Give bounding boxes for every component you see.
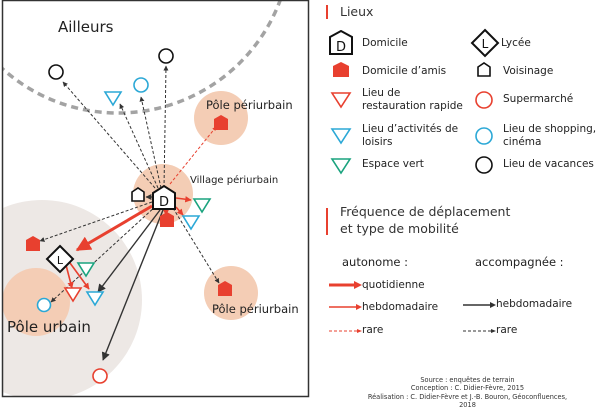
flow-espace-vert-village	[175, 196, 192, 203]
flow-loisirs-village	[175, 206, 184, 216]
svg-text:L: L	[482, 37, 489, 51]
shopping-circle-icon	[475, 127, 493, 145]
loisirs-place-ailleurs	[103, 91, 123, 107]
mobility-map: D L	[1, 0, 310, 398]
legend-supermarche: Supermarché	[503, 93, 574, 105]
legend-quotidienne: quotidienne	[362, 279, 425, 291]
legend-vacances: Lieu de vacances	[503, 158, 594, 170]
legend-domicile-amis: Domicile d’amis	[362, 65, 447, 77]
flow-loisirs-from-lycee	[69, 262, 90, 290]
lieux-title: Lieux	[340, 4, 374, 19]
label-village-periurbain: Village périurbain	[190, 175, 279, 186]
mobility-title-line1: Fréquence de déplacement	[340, 204, 511, 219]
domicile-amis-pole-1	[214, 115, 228, 130]
map-frame	[1, 0, 310, 398]
domicile-amis-icon	[333, 62, 349, 77]
legend-lycee: Lycée	[501, 37, 531, 49]
credit-realisation: Réalisation : C. Didier-Fèvre et J.-B. B…	[367, 392, 568, 409]
lieux-bar	[326, 5, 328, 19]
domicile-place	[152, 184, 176, 210]
voisinage-place	[131, 187, 145, 202]
credit-source: Source : enquêtes de terrain	[420, 376, 515, 384]
espace-vert-urban	[76, 262, 96, 278]
legend-loisirs: Lieu d’activités de loisirs	[362, 123, 459, 148]
flow-supermarche	[101, 209, 164, 361]
flow-restauration-from-lycee	[65, 264, 74, 289]
restauration-urban	[63, 287, 83, 303]
flow-loisirs-urban	[97, 209, 161, 293]
accompagnee-hebdomadaire-line	[463, 302, 496, 308]
vacances-circle-icon	[475, 156, 493, 174]
flow-vacances-2	[163, 65, 169, 189]
domicile-letter: D	[159, 195, 169, 210]
domicile-amis-pole-2	[218, 281, 232, 296]
label-pole-urbain: Pôle urbain	[7, 318, 91, 336]
legend-rare-autonome: rare	[362, 324, 384, 336]
legend-espace-vert: Espace vert	[362, 158, 424, 170]
voisinage-icon	[477, 62, 491, 77]
legend-shopping: Lieu de shopping, cinéma	[503, 123, 597, 148]
domicile-icon: D	[329, 30, 353, 55]
autonome-header: autonome :	[342, 255, 409, 269]
lycee-icon: L	[470, 28, 500, 58]
loisirs-village	[181, 215, 201, 231]
flow-shopping-urban	[50, 205, 157, 303]
accompagnee-header: accompagnée :	[475, 255, 564, 269]
shopping-place-urban	[36, 297, 52, 313]
legend-restauration: Lieu de restauration rapide	[362, 87, 463, 112]
flow-vacances-1	[62, 81, 156, 189]
pole-urbain-zone	[3, 268, 70, 336]
legend-domicile: Domicile	[362, 37, 408, 49]
restauration-triangle-icon	[330, 92, 352, 109]
vacances-place-1	[48, 64, 64, 80]
label-ailleurs: Ailleurs	[58, 18, 114, 36]
legend: Lieux D Domicile L Lycée Domicile d’amis…	[312, 0, 600, 402]
legend-hebdomadaire-autonome: hebdomadaire	[362, 301, 439, 313]
legend-voisinage: Voisinage	[503, 65, 554, 77]
label-pole-periurbain-1: Pôle périurbain	[206, 98, 293, 112]
mobility-bar	[326, 208, 328, 235]
legend-hebdomadaire-accompagnee: hebdomadaire	[496, 298, 573, 310]
domicile-amis-urban	[26, 236, 40, 251]
accompagnee-rare-line	[463, 329, 496, 333]
autonome-rare-line	[329, 329, 362, 333]
autonome-quotidienne-line	[329, 281, 362, 289]
espace-vert-village	[192, 198, 212, 214]
credits: Source : enquêtes de terrain Conception …	[360, 376, 575, 409]
lycee-place	[45, 244, 75, 274]
supermarche-circle-icon	[475, 91, 493, 109]
lycee-letter: L	[57, 254, 64, 267]
legend-rare-accompagnee: rare	[496, 324, 518, 336]
shopping-place-ailleurs	[133, 77, 149, 93]
ailleurs-boundary	[3, 1, 282, 115]
loisirs-urban	[85, 291, 105, 307]
espace-vert-triangle-icon	[330, 158, 352, 175]
supermarche-place	[92, 368, 108, 384]
mobility-title-line2: et type de mobilité	[340, 221, 459, 236]
flow-lycee-daily	[75, 204, 153, 252]
label-pole-periurbain-2: Pôle périurbain	[212, 302, 299, 316]
domicile-amis-village	[160, 212, 174, 227]
flow-loisirs-ailleurs	[119, 103, 159, 189]
vacances-place-2	[158, 48, 174, 64]
credit-conception: Conception : C. Didier-Fèvre, 2015	[410, 384, 525, 393]
flow-shopping-ailleurs	[139, 96, 162, 189]
autonome-hebdomadaire-line	[329, 304, 362, 310]
loisirs-triangle-icon	[330, 128, 352, 145]
flow-domicile-amis-pole-1	[169, 126, 217, 185]
svg-text:D: D	[336, 40, 346, 55]
